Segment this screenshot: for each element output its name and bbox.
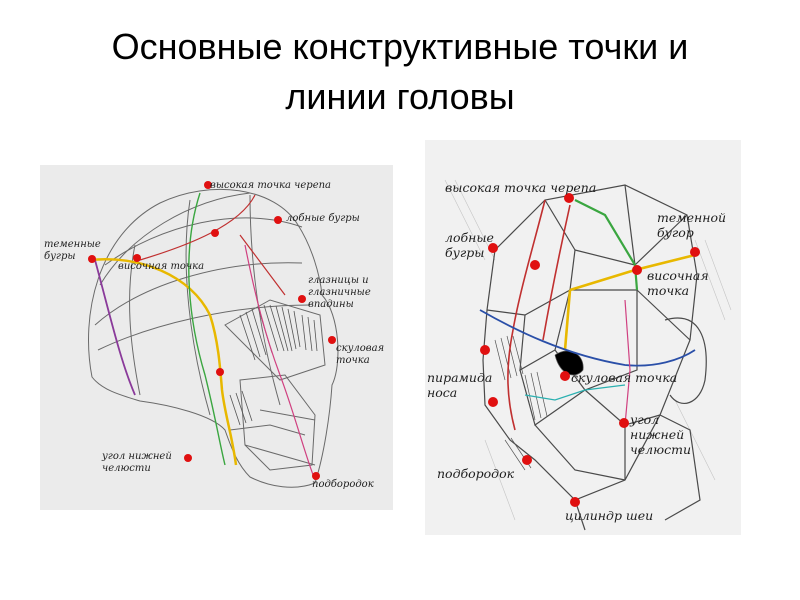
label-jaw-angle: угол нижней челюсти	[102, 451, 172, 474]
pink-line	[624, 299, 631, 426]
marker-frontal-2	[530, 260, 540, 270]
marker-frontal-2	[211, 229, 219, 237]
label-temporal: височная точка	[118, 261, 205, 272]
title-line-2: линии головы	[285, 76, 515, 117]
label-high-point: высокая точка черепа	[445, 180, 597, 195]
marker-parietal	[690, 247, 700, 257]
marker-eye-socket	[298, 295, 306, 303]
head-drawing	[444, 179, 732, 531]
yellow-line	[89, 258, 238, 466]
marker-jaw-angle	[619, 418, 629, 428]
label-parietal: теменные бугры	[44, 239, 101, 262]
red-line	[139, 194, 286, 296]
marker-chin	[522, 455, 532, 465]
label-jaw-angle: угол нижней челюсти	[630, 412, 692, 457]
label-nose-pyramid: пирамида носа	[427, 370, 493, 400]
blue-line	[479, 309, 696, 367]
marker-cheek	[216, 368, 224, 376]
label-frontal: лобные бугры	[445, 230, 494, 260]
skull-outline	[88, 188, 339, 488]
marker-high-point	[204, 181, 212, 189]
marker-frontal	[488, 243, 498, 253]
marker-jaw-angle	[184, 454, 192, 462]
marker-zygomatic	[328, 336, 336, 344]
title-line-1: Основные конструктивные точки и	[111, 26, 689, 67]
marker-chin	[312, 472, 320, 480]
marker-frontal-1	[274, 216, 282, 224]
label-zygomatic: скуловая точка	[336, 343, 385, 366]
head-diagram: высокая точка черепа лобные бугры теменн…	[425, 140, 741, 535]
marker-nose-tip	[488, 397, 498, 407]
marker-neck	[570, 497, 580, 507]
marker-parietal	[88, 255, 96, 263]
label-chin: подбородок	[312, 479, 374, 490]
purple-line	[94, 259, 136, 396]
skull-diagram: высокая точка черепа лобные бугры теменн…	[40, 165, 393, 510]
label-zygomatic: скуловая точка	[571, 370, 678, 385]
marker-zygomatic	[560, 371, 570, 381]
label-parietal: теменной бугор	[657, 210, 727, 240]
label-frontal: лобные бугры	[286, 213, 360, 224]
green-line	[574, 199, 639, 291]
label-eye-sockets: глазницы и глазничные впадины	[308, 275, 371, 310]
red-line	[507, 199, 571, 431]
marker-temporal	[133, 254, 141, 262]
label-neck: цилиндр шеи	[565, 508, 654, 523]
label-temporal: височная точка	[647, 268, 709, 298]
teal-line	[524, 384, 626, 401]
marker-temporal	[632, 265, 642, 275]
label-high-point: высокая точка черепа	[210, 180, 332, 191]
skull-drawing	[88, 181, 339, 488]
slide-title: Основные конструктивные точки и линии го…	[0, 22, 800, 122]
green-line	[188, 192, 226, 466]
marker-nose	[480, 345, 490, 355]
label-chin: подбородок	[437, 466, 515, 481]
pink-line	[244, 244, 316, 481]
marker-high-point	[564, 193, 574, 203]
